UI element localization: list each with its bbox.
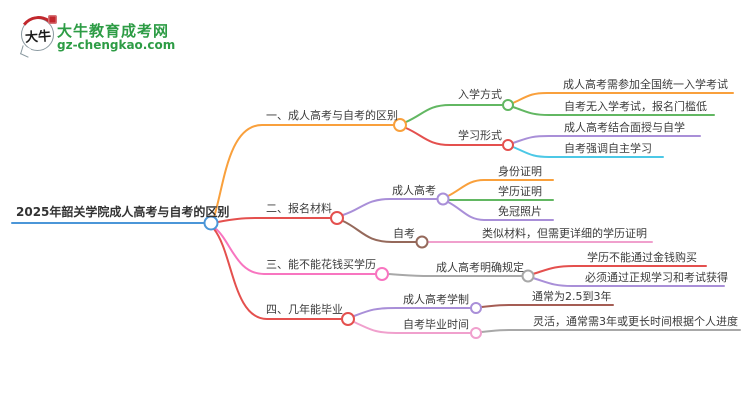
connector-selfstudy-format xyxy=(512,146,664,158)
node-circle-selfstudy-materials xyxy=(415,235,429,249)
branch4-label: 四、几年能毕业 xyxy=(266,303,343,316)
logo-domain-url: gz-chengkao.com xyxy=(57,38,176,52)
connector-selfstudy-no-exam xyxy=(512,106,715,116)
leaf-formal-study-label: 必须通过正规学习和考试获得 xyxy=(585,271,728,284)
node-circle-root xyxy=(203,215,219,231)
node-circle-adult-exam-duration xyxy=(470,302,482,314)
connector-adult-exam-entrance xyxy=(512,92,734,104)
connector-no-money-purchase xyxy=(532,265,707,275)
leaf-duration-years-label: 通常为2.5到3年 xyxy=(532,290,612,303)
leaf-id-proof-label: 身份证明 xyxy=(498,165,542,178)
connector-selfstudy-materials xyxy=(342,220,417,243)
node-adult-exam-materials-label: 成人高考 xyxy=(392,184,436,197)
connector-branch1 xyxy=(213,124,395,218)
connector-selfstudy-graduation xyxy=(353,321,472,334)
node-circle-selfstudy-graduation xyxy=(470,327,482,339)
connector-adult-exam-format xyxy=(512,135,701,144)
leaf-selfstudy-no-exam-label: 自考无入学考试，报名门槛低 xyxy=(564,100,707,113)
logo-bubble-shape xyxy=(21,18,54,51)
node-circle-learning-format xyxy=(502,139,514,151)
root-topic-label: 2025年韶关学院成人高考与自考的区别 xyxy=(16,205,230,219)
leaf-no-money-purchase-label: 学历不能通过金钱购买 xyxy=(587,251,697,264)
node-selfstudy-graduation-label: 自考毕业时间 xyxy=(403,318,469,331)
connector-branch2 xyxy=(217,217,332,223)
leaf-flexible-duration-label: 灵活，通常需3年或更长时间根据个人进度 xyxy=(533,315,738,328)
branch1-label: 一、成人高考与自考的区别 xyxy=(266,109,398,122)
connector-adult-exam-duration xyxy=(353,307,472,317)
node-adult-exam-regulation-label: 成人高考明确规定 xyxy=(436,261,524,274)
leaf-photo-label: 免冠照片 xyxy=(498,205,542,218)
connector-branch4 xyxy=(213,228,343,320)
node-circle-branch1 xyxy=(393,118,407,132)
node-adult-exam-duration-label: 成人高考学制 xyxy=(403,293,469,306)
connector-id-proof xyxy=(447,179,554,197)
connector-flexible-duration xyxy=(480,329,741,333)
daniu-logo-icon: 大牛 xyxy=(16,13,61,58)
node-circle-branch4 xyxy=(341,312,355,326)
node-circle-branch2 xyxy=(330,211,344,225)
connector-duration-years xyxy=(480,304,614,308)
connector-learning-format xyxy=(405,127,504,146)
connector-formal-study xyxy=(532,277,725,287)
branch2-label: 二、报名材料 xyxy=(266,202,332,215)
connector-adult-exam-materials xyxy=(342,198,438,216)
node-selfstudy-materials-label: 自考 xyxy=(393,227,415,240)
leaf-adult-exam-entrance-label: 成人高考需参加全国统一入学考试 xyxy=(563,78,728,91)
leaf-education-proof-label: 学历证明 xyxy=(498,185,542,198)
connector-photo xyxy=(447,201,554,221)
node-learning-format-label: 学习形式 xyxy=(458,129,502,142)
connector-enrollment-method xyxy=(405,104,504,123)
leaf-adult-exam-format-label: 成人高考结合面授与自学 xyxy=(564,121,685,134)
node-circle-adult-exam-materials xyxy=(436,192,450,206)
branch3-label: 三、能不能花钱买学历 xyxy=(266,258,376,271)
leaf-selfstudy-format-label: 自考强调自主学习 xyxy=(564,142,652,155)
connector-adult-exam-regulation xyxy=(387,273,523,277)
connector-branch3 xyxy=(214,227,377,275)
node-circle-adult-exam-regulation xyxy=(521,269,535,283)
node-enrollment-method-label: 入学方式 xyxy=(458,88,502,101)
node-circle-branch3 xyxy=(375,267,389,281)
logo-brand-name: 大牛教育成考网 xyxy=(57,22,170,40)
leaf-similar-materials-label: 类似材料，但需更详细的学历证明 xyxy=(482,227,647,240)
node-circle-enrollment-method xyxy=(502,99,514,111)
logo-seal-stamp-icon xyxy=(48,15,57,24)
